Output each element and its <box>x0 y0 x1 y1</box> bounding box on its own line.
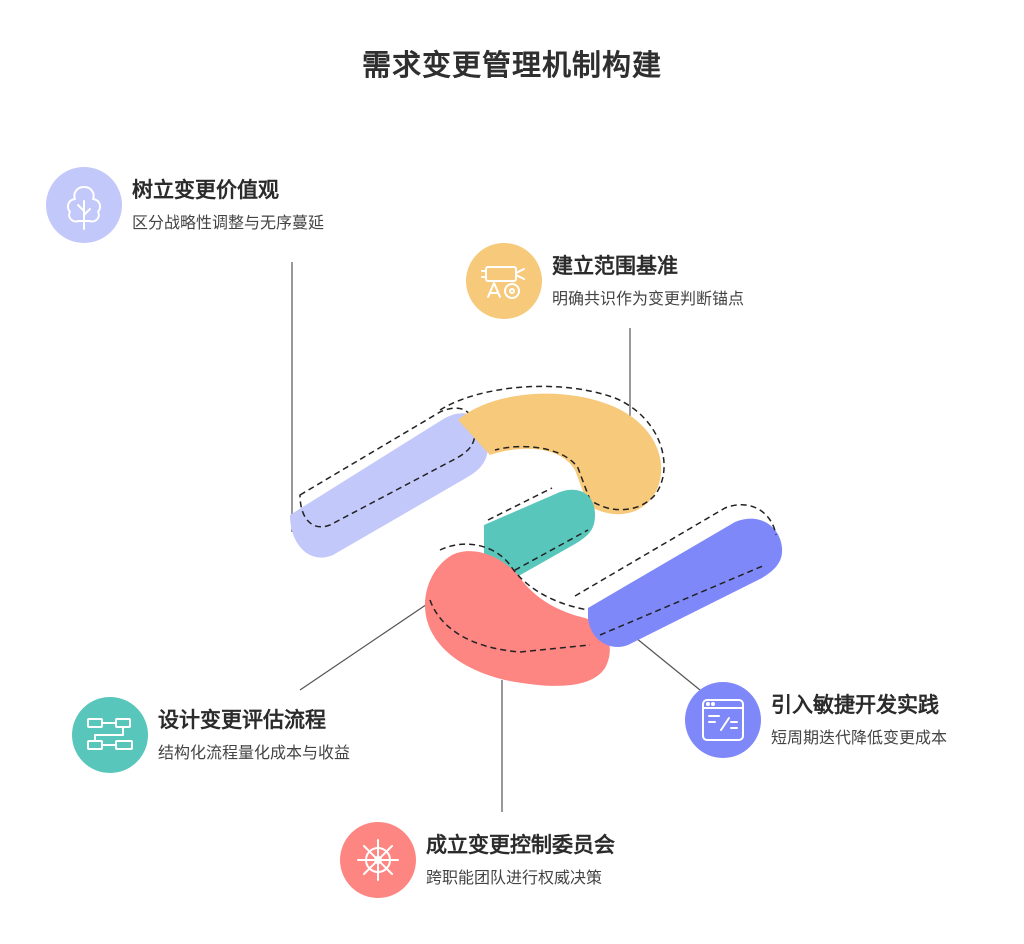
flowchart-icon <box>72 697 148 773</box>
step-heading: 建立范围基准 <box>552 254 678 278</box>
step-description: 结构化流程量化成本与收益 <box>158 743 351 762</box>
segment-lavender <box>290 413 488 558</box>
blueprint-icon <box>466 243 542 319</box>
code-window-icon <box>685 682 761 758</box>
step-heading: 引入敏捷开发实践 <box>771 693 939 717</box>
step-description: 明确共识作为变更判断锚点 <box>552 289 745 308</box>
tree-icon <box>46 167 122 243</box>
segment-blue <box>588 518 783 647</box>
segment-red <box>425 551 610 686</box>
ship-wheel-icon <box>340 822 416 898</box>
step-heading: 成立变更控制委员会 <box>426 833 615 857</box>
step-heading: 设计变更评估流程 <box>158 708 326 732</box>
step-description: 区分战略性调整与无序蔓延 <box>132 213 325 232</box>
step-description: 跨职能团队进行权威决策 <box>426 868 603 887</box>
segment-yellow <box>458 393 662 515</box>
segment-teal <box>484 489 595 581</box>
step-heading: 树立变更价值观 <box>132 178 279 202</box>
page-title: 需求变更管理机制构建 <box>361 48 662 82</box>
step-description: 短周期迭代降低变更成本 <box>771 728 948 747</box>
